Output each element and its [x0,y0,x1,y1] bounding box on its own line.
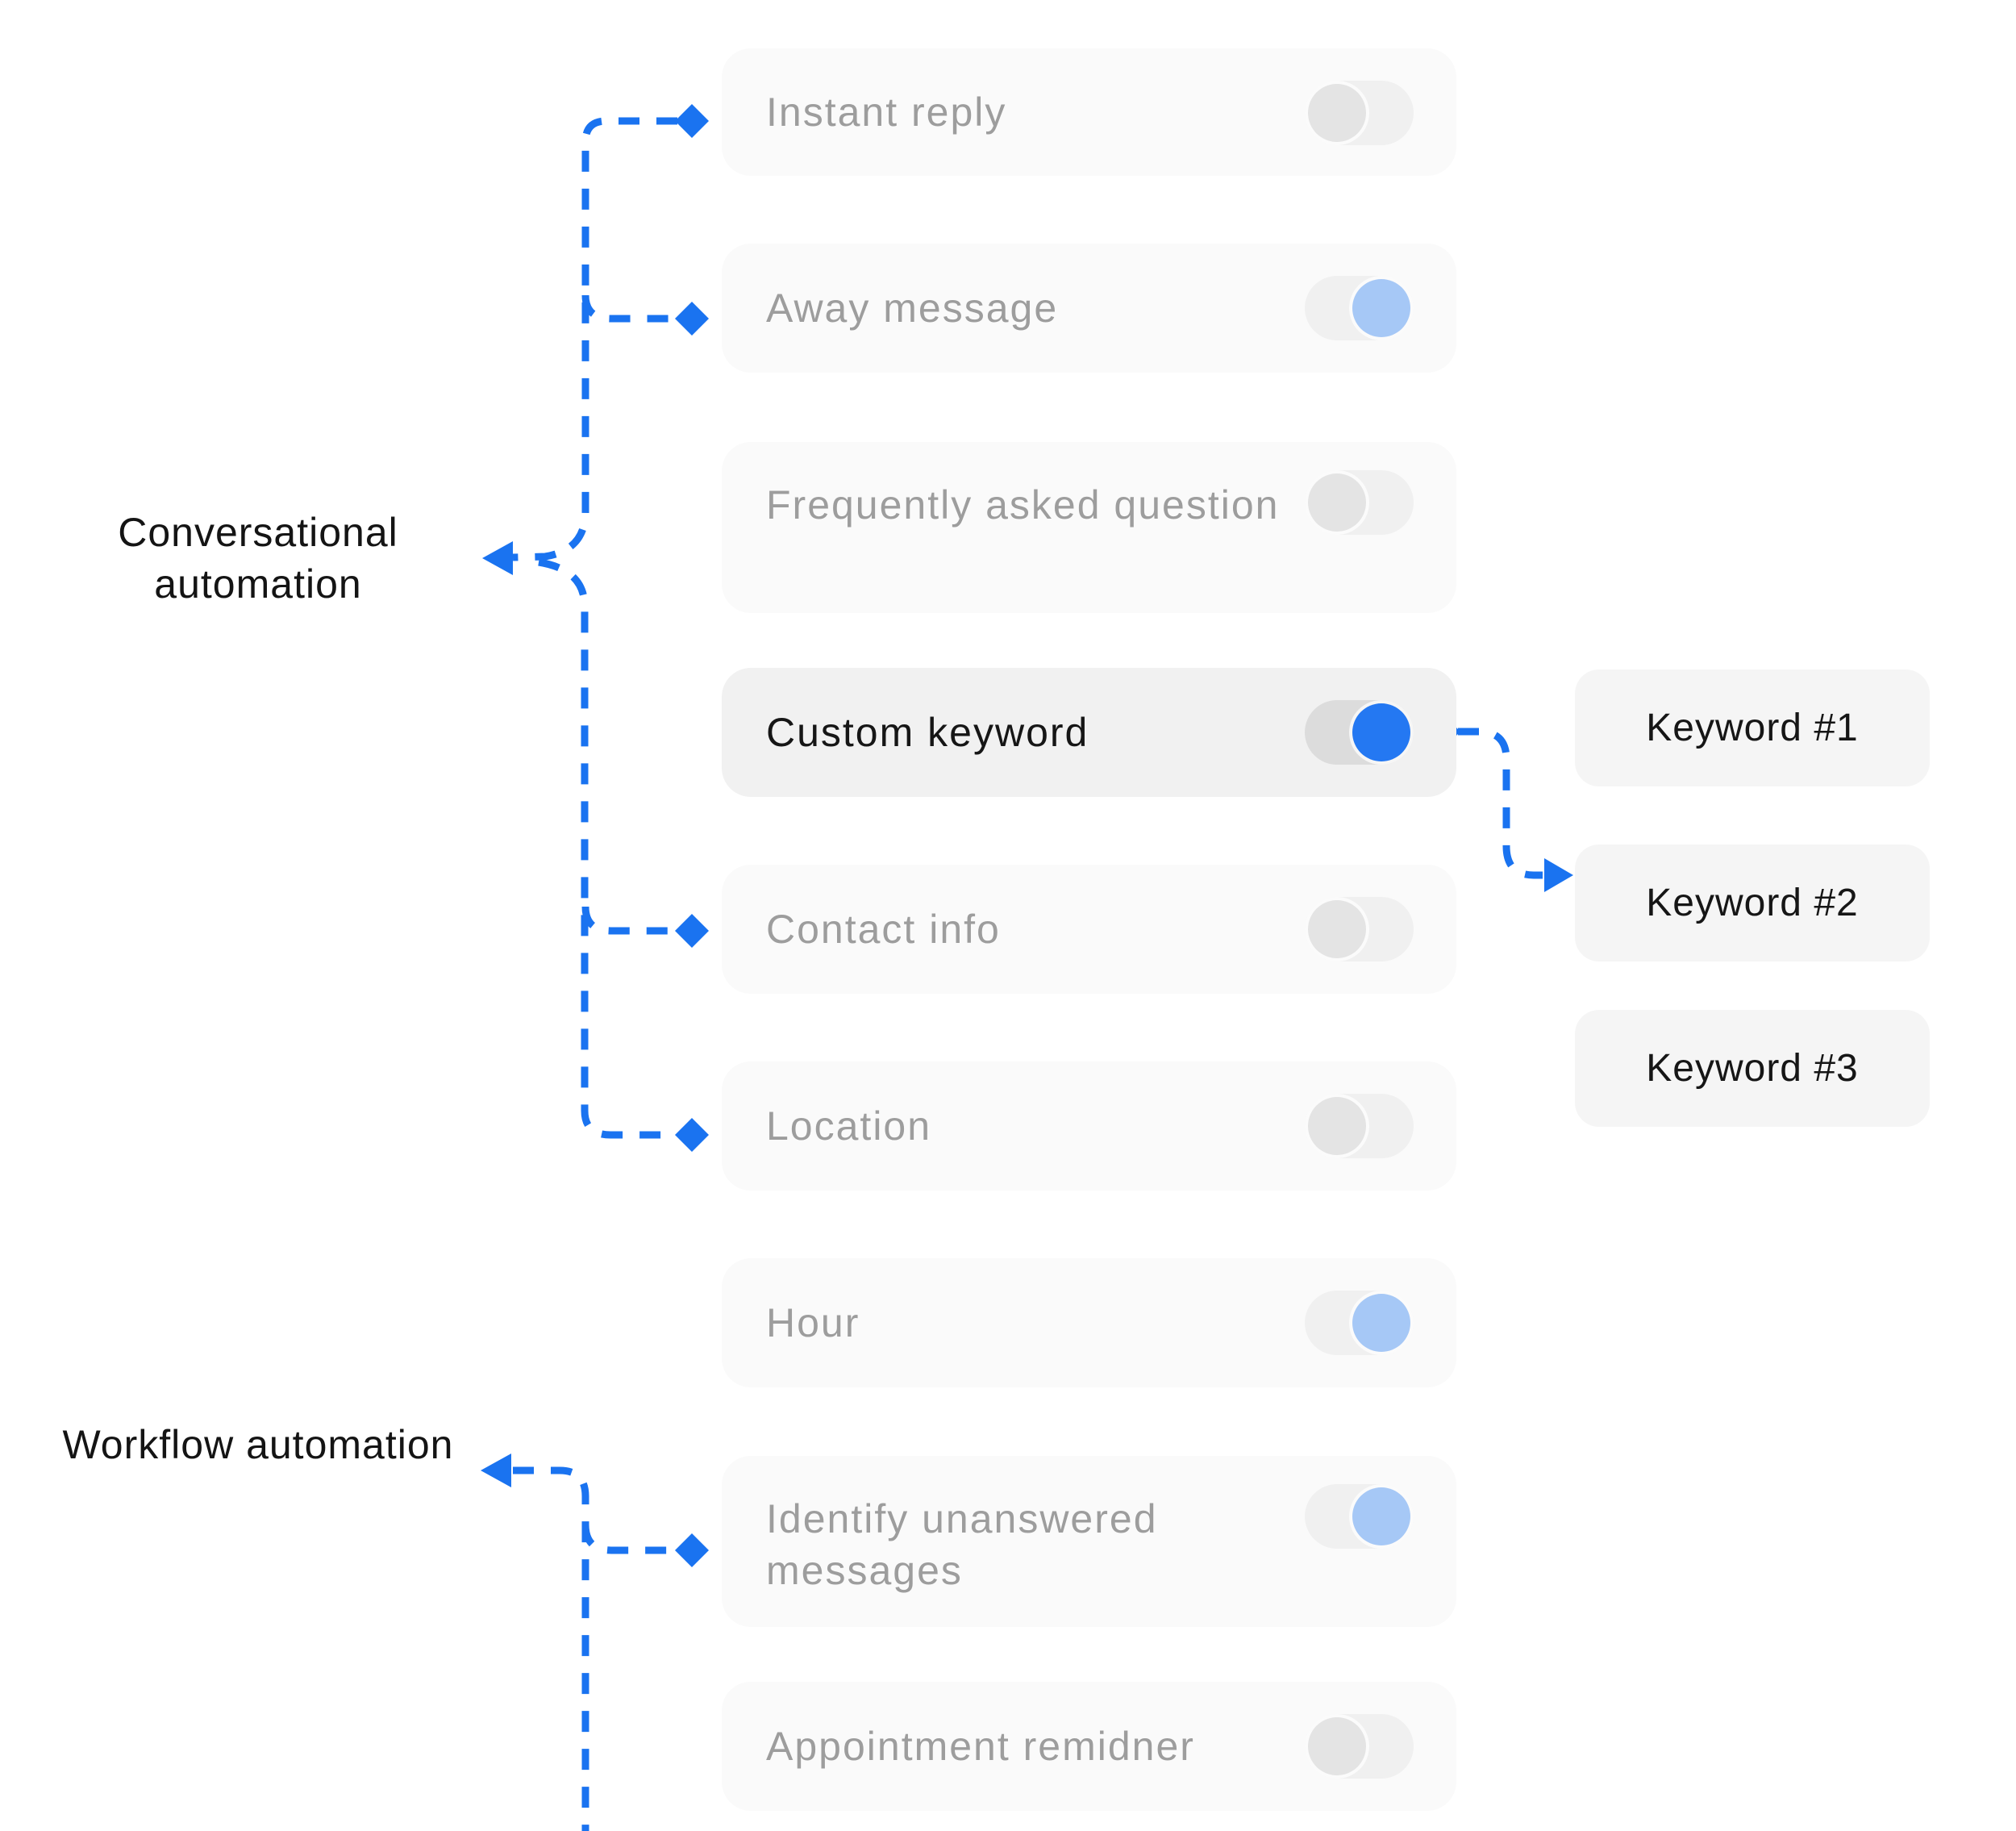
toggle-knob [1352,703,1410,761]
location-toggle[interactable] [1305,1094,1414,1158]
toggle-knob [1352,1487,1410,1545]
custom-keyword-toggle[interactable] [1305,700,1414,765]
workflow-automation-label: Workflow automation [62,1422,454,1467]
arrowhead-conversational [482,541,513,575]
feature-card-label: Identify unanswered messages [766,1496,1158,1593]
feature-card-label: Hour [766,1300,860,1345]
feature-card-hour: Hour [722,1258,1456,1387]
connector-keyword-path [1458,728,1543,879]
feature-card-label: Instant reply [766,90,1007,135]
keyword-card-3: Keyword #3 [1575,1010,1930,1127]
connector-identify-branch [581,1524,677,1554]
keyword-card-2: Keyword #2 [1575,845,1930,961]
frequently-asked-question-toggle[interactable] [1305,470,1414,535]
feature-card-contact-info: Contact info [722,865,1456,994]
connector-workflow-trunk [513,1466,589,1831]
toggle-knob [1308,1717,1366,1775]
arrowhead-keyword2 [1544,858,1573,892]
connector-away-branch [581,294,677,323]
keyword-label: Keyword #2 [1646,882,1859,924]
diamond-instant-reply [675,104,709,138]
keyword-card-1: Keyword #1 [1575,669,1930,786]
contact-info-toggle[interactable] [1305,897,1414,961]
toggle-knob [1308,900,1366,958]
diamond-away-message [675,302,709,336]
connector-trunk-upper [512,117,677,561]
feature-card-instant-reply: Instant reply [722,48,1456,176]
instant-reply-toggle[interactable] [1305,81,1414,145]
feature-card-away-message: Away message [722,244,1456,373]
appointment-reminder-toggle[interactable] [1305,1714,1414,1779]
feature-card-label: Location [766,1103,932,1149]
connector-contact-branch [581,906,677,935]
feature-card-label: Away message [766,286,1059,331]
diamond-identify-messages [675,1533,709,1567]
diamond-contact-info [675,914,709,948]
toggle-knob [1352,279,1410,337]
toggle-knob [1308,1097,1366,1155]
feature-card-label: Frequently asked question [766,482,1280,528]
hour-toggle[interactable] [1305,1291,1414,1355]
toggle-knob [1308,473,1366,532]
feature-card-identify-unanswered-messages: Identify unanswered messages [722,1456,1456,1627]
keyword-label: Keyword #3 [1646,1047,1859,1090]
feature-card-label: Appointment remidner [766,1724,1195,1769]
keyword-label: Keyword #1 [1646,707,1859,749]
toggle-knob [1308,84,1366,142]
feature-card-frequently-asked-question: Frequently asked question [722,442,1456,613]
feature-card-custom-keyword: Custom keyword [722,668,1456,797]
identify-unanswered-messages-toggle[interactable] [1305,1484,1414,1549]
feature-card-location: Location [722,1061,1456,1191]
feature-card-label: Custom keyword [766,710,1089,755]
conversational-automation-label: Conversational automation [118,510,398,607]
arrowhead-workflow [481,1454,511,1487]
feature-card-label: Contact info [766,907,1001,952]
toggle-knob [1352,1294,1410,1352]
feature-card-appointment-reminder: Appointment remidner [722,1682,1456,1811]
away-message-toggle[interactable] [1305,276,1414,340]
diamond-location [675,1118,709,1152]
connector-trunk-lower [538,558,677,1139]
